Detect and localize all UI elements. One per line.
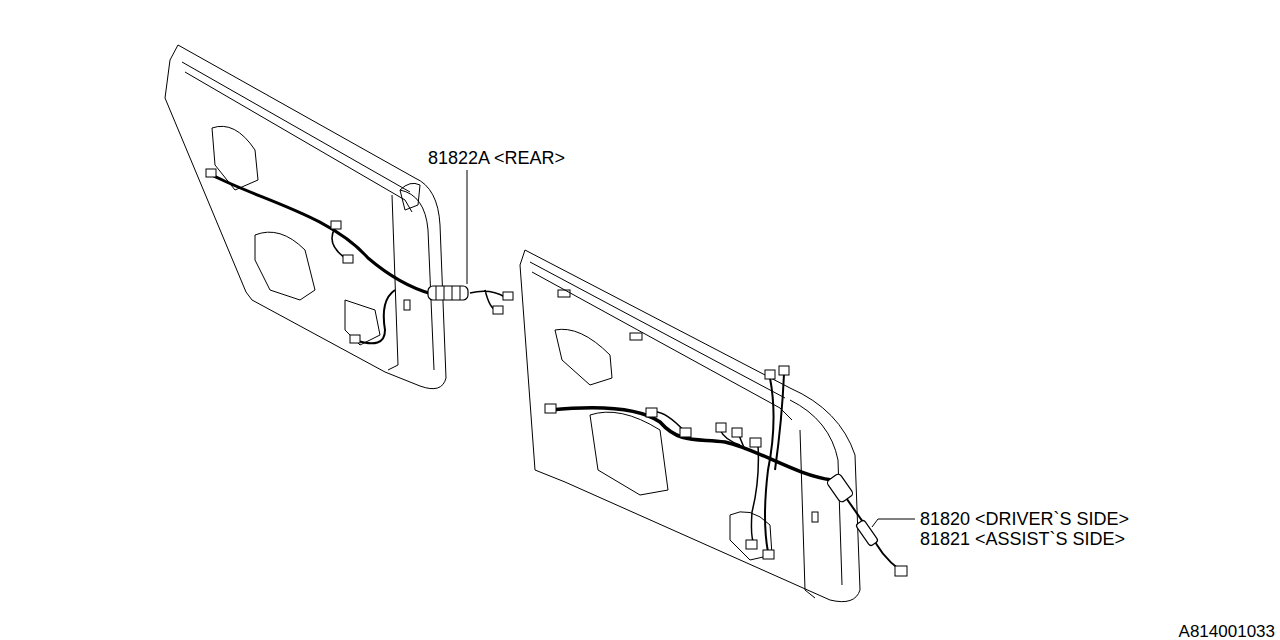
front-door [812,512,818,522]
front-door [555,329,612,385]
front-door [630,333,642,340]
front-door [520,250,860,602]
front-harness [545,366,907,576]
front-harness [746,540,757,549]
rear-harness [206,169,513,343]
rear-door [400,190,434,370]
front-harness [545,366,907,576]
front-harness [765,374,784,552]
rear-harness [350,335,360,343]
front-door [558,290,570,297]
rear-door [255,232,315,300]
rear-harness [355,290,395,343]
front-door [520,250,860,602]
diagram-code: A814001033 [1179,623,1275,640]
rear-harness [436,286,460,300]
rear-door [388,195,398,370]
front-harness [545,404,556,413]
front-harness [826,473,854,503]
rear-harness [331,221,341,229]
rear-door [165,45,446,389]
front-harness [750,438,761,447]
front-harness [716,423,726,432]
rear-door [212,126,258,190]
leader-line [872,519,915,527]
rear-harness [212,175,432,294]
leader-line [467,170,915,527]
rear-door [404,300,410,310]
rear-harness [493,306,503,314]
rear-door [185,72,412,212]
front-door [590,412,668,495]
front-door [530,262,785,398]
front-harness [646,408,657,417]
front-harness [550,408,832,480]
leader-line [467,170,468,284]
front-door [532,272,792,420]
front-harness [779,366,789,375]
part-number: 81820 <DRIVER`S SIDE> [920,510,1129,528]
front-harness [765,370,775,379]
front-door [800,430,815,598]
rear-harness [343,255,353,263]
front-harness [680,428,691,437]
rear-door [345,300,380,345]
front-harness [763,550,774,559]
rear-door [400,183,420,210]
front-harness [895,566,907,576]
rear-harness [503,292,513,300]
part-number: 81822A <REAR> [428,149,565,167]
part-number: 81821 <ASSIST`S SIDE> [920,530,1125,548]
rear-door [165,45,446,389]
rear-harness [206,169,513,343]
rear-door [182,62,410,192]
front-harness [732,428,742,437]
rear-harness [428,286,468,300]
rear-harness [206,169,216,177]
front-harness [751,445,758,545]
